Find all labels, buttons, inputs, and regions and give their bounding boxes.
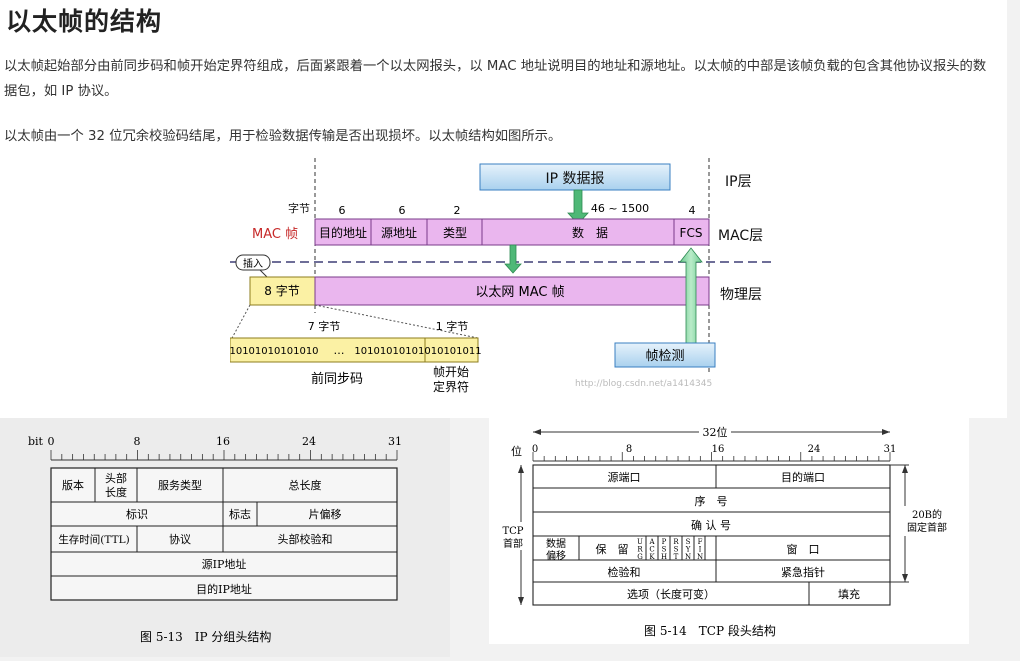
tick-label: 24 [808,444,821,455]
article: 以太帧的结构 以太帧起始部分由前同步码和帧开始定界符组成，后面紧跟着一个以太网报… [0,0,1007,418]
ip-service-type: 服务类型 [158,478,202,492]
sfd-bits-box [424,337,479,363]
tcp-src-port: 源端口 [608,470,641,484]
ip-total-length: 总长度 [289,478,322,492]
eth-mac-frame-box [314,276,710,306]
tcp-reserved: 保 留 [596,542,629,556]
ip-identification: 标识 [126,507,148,521]
tcp-data-offset: 偏移 [546,549,566,562]
ip-layer-label: IP层 [725,174,752,190]
tcp-dst-port: 目的端口 [781,470,825,484]
frame-check-box [614,342,716,368]
up-arrow-icon [679,247,703,344]
figure-caption: 图 5-13 IP 分组头结构 [140,629,271,644]
insert-callout [235,254,271,271]
field-size: 46 ~ 1500 [591,202,649,215]
frame-check-label: 帧检测 [645,349,684,364]
paragraph: 以太帧起始部分由前同步码和帧开始定界符组成，后面紧跟着一个以太网报头，以 MAC… [4,59,987,99]
width-label: 32位 [703,425,728,439]
sfd-bits: 10101010101010101011 [354,346,481,357]
field-size: 2 [454,204,461,217]
mac-layer-label: MAC层 [718,228,763,244]
field-src-addr: 源地址 [381,226,417,240]
bytes-label: 字节 [288,201,310,215]
field-size: 4 [689,204,696,217]
ip-src-addr: 源IP地址 [202,557,247,571]
preamble-bits: 10101010101010 [230,346,319,357]
ip-ihl: 头部 [105,471,127,485]
tcp-data-offset: 数据 [546,537,566,550]
tcp-checksum: 检验和 [608,565,641,579]
fixed-header-label: 20B的 [912,508,942,521]
seven-bytes-label: 7 字节 [308,319,341,333]
bit-label: 位 [511,444,522,458]
figure-caption: 图 5-14 TCP 段头结构 [644,623,776,638]
tcp-window: 窗 口 [787,542,820,556]
page-title: 以太帧的结构 [6,7,163,36]
tcp-urgent-ptr: 紧急指针 [781,565,825,579]
ethernet-frame-diagram: IP 数据报 IP层 字节 6 6 2 46 ~ 1500 4 MAC 帧 目的… [230,158,775,394]
insert-label: 插入 [243,257,263,270]
tcp-padding: 填充 [838,587,860,601]
field-size: 6 [399,204,406,217]
field-data: 数 据 [572,225,608,240]
tick-label: 8 [134,435,141,448]
tcp-options: 选项（长度可变） [627,587,715,601]
tick-label: 24 [302,435,316,448]
one-byte-label: 1 字节 [436,319,469,333]
mac-frame-row [314,218,710,246]
down-arrow-icon [504,244,522,274]
field-size: 6 [339,204,346,217]
preamble-label: 前同步码 [311,371,363,387]
sfd-label: 定界符 [433,379,469,394]
bit-label: bit [28,435,44,448]
fixed-header-label: 固定首部 [907,521,947,534]
tick-label: 31 [884,444,897,455]
ip-datagram-label: IP 数据报 [545,171,604,187]
tick-label: 31 [388,435,402,448]
field-type: 类型 [443,226,467,240]
phy-layer-label: 物理层 [720,287,762,303]
ip-header-figure: bit 0 8 16 24 31 版本 头部 长度 服务类型 总长度 标识 标志… [0,418,450,657]
field-fcs: FCS [680,226,703,240]
ip-ttl: 生存时间(TTL) [58,533,129,546]
tcp-header-label: 首部 [503,537,523,550]
tick-label: 8 [626,444,632,455]
ip-flags: 标志 [229,507,251,521]
tick-label: 16 [216,435,230,448]
ip-dst-addr: 目的IP地址 [196,582,252,596]
tick-label: 16 [712,444,725,455]
tcp-header-label: TCP [502,526,523,537]
preamble-bytes: 8 字节 [264,283,299,298]
paragraph: 以太帧由一个 32 位冗余校验码结尾，用于检验数据传输是否出现损坏。以太帧结构如… [4,129,562,144]
mac-frame-label: MAC 帧 [252,227,298,242]
watermark: http://blog.csdn.net/a1414345 [575,379,712,389]
ip-version: 版本 [62,478,84,492]
ip-fragment-offset: 片偏移 [309,507,342,521]
preamble-bits-box [230,337,426,363]
sfd-label: 帧开始 [433,365,469,379]
ellipsis: … [334,344,345,357]
field-dst-addr: 目的地址 [319,225,367,240]
tcp-ack: 确 认 号 [691,519,731,532]
eth-mac-frame-label: 以太网 MAC 帧 [475,285,564,300]
ip-ihl: 长度 [105,485,127,499]
tick-label: 0 [48,435,55,448]
ip-protocol: 协议 [169,532,191,546]
tick-label: 0 [532,444,538,455]
tcp-header-figure: 32位 位 0 8 16 24 31 源端口 目的端口 序 号 确 认 号 数据… [489,418,969,644]
ip-header-checksum: 头部校验和 [278,532,333,546]
tcp-seq: 序 号 [695,494,728,508]
